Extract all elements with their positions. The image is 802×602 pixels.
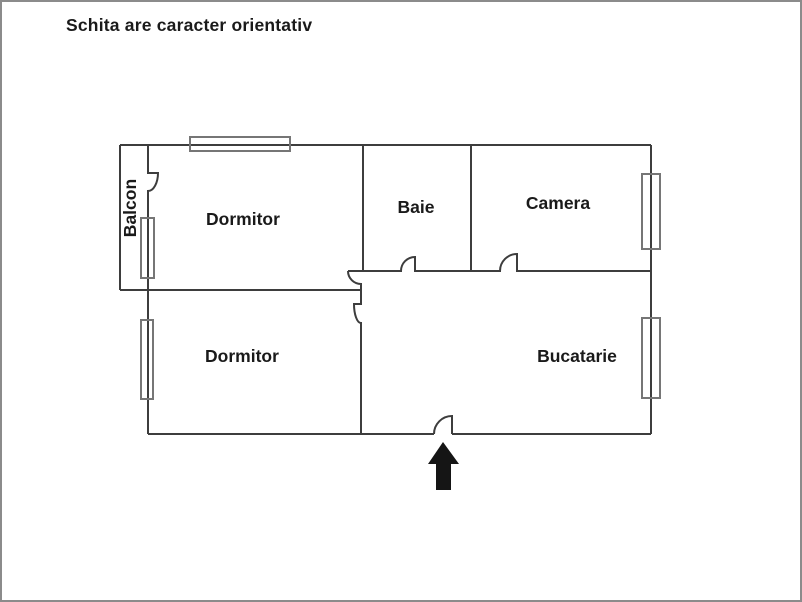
walls-group (119, 144, 652, 435)
door-arc-entrance (433, 414, 453, 435)
wall-balcon-inner-with-door-arc (147, 145, 160, 290)
door-arc-hall-corner (347, 270, 362, 290)
window-dormitor1-top (189, 136, 291, 152)
window-bucatarie-right (641, 317, 661, 399)
window-balcon-wall (140, 217, 155, 279)
entrance-arrow-icon (428, 442, 459, 490)
windows-group (140, 136, 661, 400)
disclaimer-title: Schita are caracter orientativ (66, 15, 313, 35)
room-label-bucatarie: Bucatarie (537, 346, 617, 366)
room-label-camera: Camera (526, 193, 590, 213)
room-label-dormitor-bottom: Dormitor (205, 346, 279, 366)
room-label-baie: Baie (398, 197, 435, 217)
wall-hall-left-with-door-arc (352, 290, 362, 434)
room-label-dormitor-top: Dormitor (206, 209, 280, 229)
window-dormitor2-left (140, 319, 154, 400)
window-camera-right (641, 173, 661, 250)
wall-hall-top-with-door-arcs (348, 252, 651, 272)
room-label-balcon: Balcon (120, 179, 140, 237)
